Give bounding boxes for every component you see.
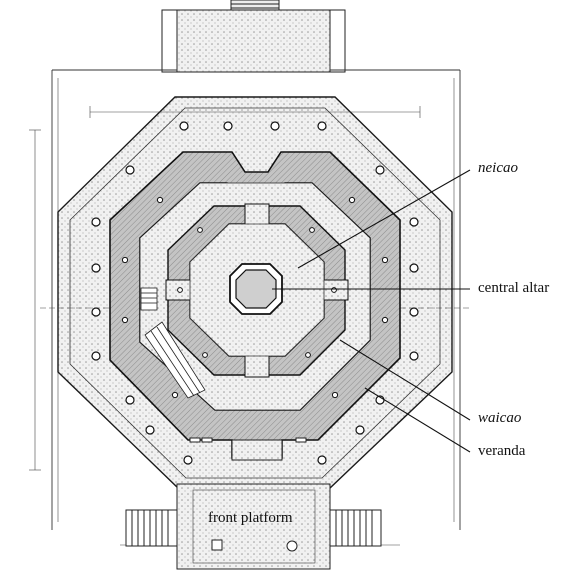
label-waicao: waicao bbox=[478, 410, 522, 426]
label-front-platform: front platform bbox=[208, 510, 293, 526]
staircase bbox=[140, 287, 206, 399]
front-entrance bbox=[189, 437, 307, 461]
label-central-altar: central altar bbox=[478, 280, 550, 296]
central-altar bbox=[229, 263, 283, 315]
front-platform-drawing bbox=[125, 483, 382, 570]
leader-neicao bbox=[297, 169, 471, 269]
veranda-columns bbox=[91, 121, 419, 465]
north-passage bbox=[161, 0, 346, 73]
leader-veranda bbox=[364, 387, 471, 453]
label-neicao: neicao bbox=[478, 160, 518, 176]
neicao-openings bbox=[165, 203, 349, 378]
leader-lines bbox=[272, 169, 471, 453]
leader-waicao bbox=[339, 339, 471, 421]
label-veranda: veranda bbox=[478, 443, 526, 459]
veranda-inner-edge bbox=[69, 107, 441, 479]
interior-columns bbox=[121, 196, 389, 399]
